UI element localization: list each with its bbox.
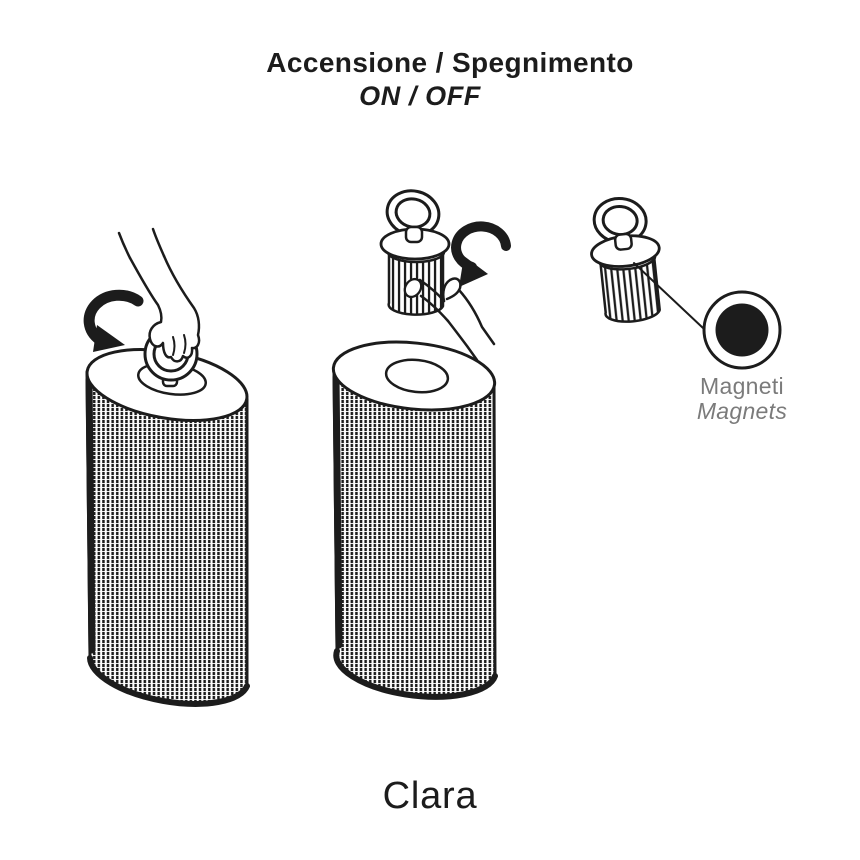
product-name: Clara [382,775,478,817]
lamp-bottom-edge [333,648,498,700]
arm-lines [117,227,166,260]
magnet-label-secondary: Magnets [696,398,788,424]
arrow-head [459,256,488,287]
finger-bottom-edge [419,294,450,323]
finger-crease-lines [172,334,187,356]
lamp-body [85,370,249,706]
arrow-head [93,325,125,352]
magnetic-cap-detail [584,188,669,327]
hand-outline [128,254,201,363]
thumb [442,277,462,303]
lamp-body [332,367,497,699]
magnet-label-primary: Magneti [700,373,784,399]
step3-magnet-callout-figure [584,188,782,370]
hand-icon [117,227,201,363]
twist-counterclockwise-arrow-icon [83,289,144,352]
hand-fill [130,256,200,362]
lamp-left-edge-shade [85,376,96,654]
lamp-left-edge-shade [332,373,343,649]
step2-lift-cap-figure [331,189,511,700]
callout-line [633,262,704,329]
lift-rotate-arrow-icon [451,221,511,287]
magnet-disc-icon [715,303,769,357]
magnet-label: Magneti Magnets [652,374,832,424]
arrow-arc [451,221,511,272]
lamp-top-hole [384,358,450,394]
hand-back-edge [457,288,496,346]
lamp-bottom-edge [87,655,250,707]
page-subtitle: ON / OFF [359,81,481,111]
pointing-hand-icon [403,277,496,362]
step1-twist-cap-figure [83,227,250,707]
cap-ring-clasp [404,225,424,244]
arrow-arc [83,289,144,346]
page-title: Accensione / Spegnimento [266,47,634,78]
fingertip [403,277,423,299]
wrist-edge [446,319,479,362]
